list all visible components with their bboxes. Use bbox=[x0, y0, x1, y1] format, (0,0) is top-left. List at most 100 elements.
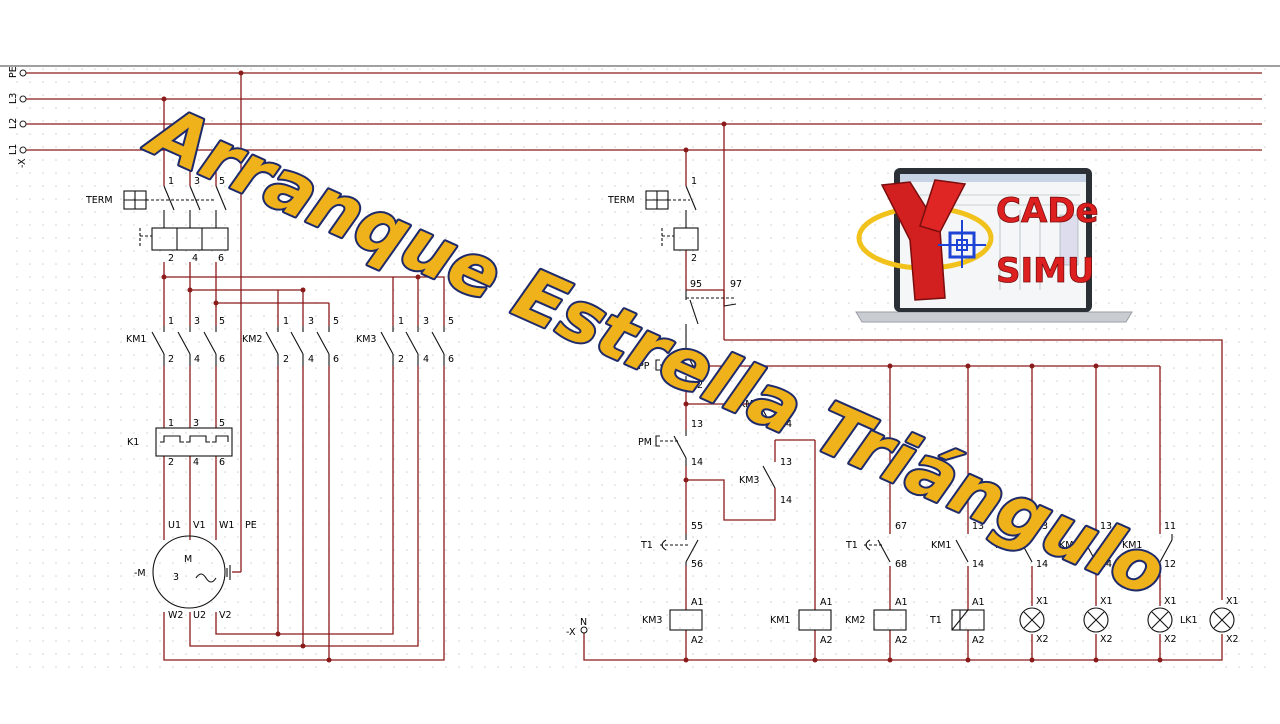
coils bbox=[669, 609, 985, 631]
timer-contact-1 bbox=[660, 534, 699, 566]
svg-text:97: 97 bbox=[730, 279, 742, 290]
power-wires bbox=[163, 73, 445, 661]
contactor-km3-label: KM3 bbox=[356, 334, 376, 345]
aux-km1-contact bbox=[762, 409, 776, 433]
logo-line1: CADe bbox=[996, 191, 1099, 231]
control-term-breaker bbox=[645, 185, 699, 251]
power-term-label: TERM bbox=[85, 195, 113, 206]
svg-text:68: 68 bbox=[895, 559, 907, 570]
bus-label-pe: PE bbox=[8, 66, 19, 78]
svg-text:KM1: KM1 bbox=[739, 399, 759, 410]
svg-text:13: 13 bbox=[1100, 521, 1112, 532]
control-wires bbox=[583, 124, 1223, 661]
svg-text:2: 2 bbox=[691, 253, 697, 264]
svg-text:KM3: KM3 bbox=[995, 540, 1015, 551]
contactor-km2-label: KM2 bbox=[242, 334, 262, 345]
start-button-pm bbox=[655, 430, 687, 466]
svg-text:W2: W2 bbox=[168, 610, 183, 621]
svg-text:3: 3 bbox=[308, 316, 314, 327]
svg-text:KM2: KM2 bbox=[1059, 540, 1079, 551]
timer-contact-2 bbox=[864, 539, 891, 563]
svg-text:V1: V1 bbox=[193, 520, 206, 531]
svg-text:14: 14 bbox=[780, 495, 792, 506]
svg-text:T1: T1 bbox=[929, 615, 942, 626]
svg-text:W1: W1 bbox=[219, 520, 234, 531]
svg-text:13: 13 bbox=[691, 419, 703, 430]
svg-text:X1: X1 bbox=[1164, 596, 1177, 607]
svg-text:13: 13 bbox=[972, 521, 984, 532]
power-term-b2: 2 bbox=[168, 253, 174, 264]
svg-text:X2: X2 bbox=[1226, 634, 1239, 645]
power-term-b6: 6 bbox=[218, 253, 224, 264]
svg-text:3: 3 bbox=[193, 418, 199, 429]
svg-text:5: 5 bbox=[219, 316, 225, 327]
bus-terminals bbox=[19, 69, 27, 154]
svg-text:A1: A1 bbox=[972, 597, 985, 608]
bus-label-l1: L1 bbox=[8, 144, 19, 155]
svg-text:11: 11 bbox=[1164, 521, 1176, 532]
relay-k1-label: K1 bbox=[127, 437, 139, 448]
power-junctions bbox=[161, 70, 421, 663]
svg-text:14: 14 bbox=[972, 559, 984, 570]
svg-text:2: 2 bbox=[168, 457, 174, 468]
svg-text:4: 4 bbox=[193, 457, 199, 468]
svg-text:PE: PE bbox=[245, 520, 257, 531]
svg-text:14: 14 bbox=[691, 457, 703, 468]
stop-button-pp bbox=[655, 340, 699, 390]
overload-contacts bbox=[685, 290, 737, 340]
motor bbox=[152, 535, 231, 609]
svg-text:14: 14 bbox=[1100, 559, 1112, 570]
contactor-km3 bbox=[380, 326, 445, 366]
svg-text:A2: A2 bbox=[820, 635, 833, 646]
bus-labels: PE L3 L2 L1 -X bbox=[8, 66, 28, 168]
svg-text:67: 67 bbox=[895, 521, 907, 532]
pilot-lamps bbox=[1019, 607, 1235, 633]
svg-text:KM3: KM3 bbox=[739, 475, 759, 486]
svg-text:T1: T1 bbox=[845, 540, 858, 551]
bus-label-l3: L3 bbox=[8, 93, 19, 104]
bus-label-l2: L2 bbox=[8, 118, 19, 129]
power-term-t1: 1 bbox=[168, 176, 174, 187]
svg-text:14: 14 bbox=[1036, 559, 1048, 570]
svg-text:6: 6 bbox=[448, 354, 454, 365]
svg-text:13: 13 bbox=[780, 457, 792, 468]
relay-k1 bbox=[155, 427, 233, 457]
svg-text:KM3: KM3 bbox=[642, 615, 662, 626]
svg-text:1: 1 bbox=[691, 176, 697, 187]
aux-km3-contact bbox=[762, 465, 776, 489]
svg-text:4: 4 bbox=[308, 354, 314, 365]
svg-text:1: 1 bbox=[168, 316, 174, 327]
contactor-km1 bbox=[151, 326, 217, 366]
logo-line2: SIMU bbox=[996, 251, 1095, 291]
svg-text:4: 4 bbox=[423, 354, 429, 365]
neutral-x-tag: -X bbox=[566, 627, 576, 638]
svg-text:56: 56 bbox=[691, 559, 703, 570]
lamp-lk1-label: LK1 bbox=[1180, 615, 1198, 626]
power-term-b4: 4 bbox=[192, 253, 198, 264]
svg-text:PM: PM bbox=[638, 437, 652, 448]
svg-text:A1: A1 bbox=[895, 597, 908, 608]
svg-text:A2: A2 bbox=[895, 635, 908, 646]
svg-text:1: 1 bbox=[168, 418, 174, 429]
contactor-km1-label: KM1 bbox=[126, 334, 146, 345]
svg-text:A1: A1 bbox=[691, 597, 704, 608]
svg-text:2: 2 bbox=[283, 354, 289, 365]
svg-text:13: 13 bbox=[1036, 521, 1048, 532]
svg-text:V2: V2 bbox=[219, 610, 232, 621]
svg-text:A2: A2 bbox=[691, 635, 704, 646]
svg-text:PP: PP bbox=[638, 361, 650, 372]
control-junctions bbox=[683, 121, 1163, 663]
svg-text:X1: X1 bbox=[1226, 596, 1239, 607]
motor-symbol: M bbox=[184, 554, 192, 565]
svg-text:5: 5 bbox=[219, 418, 225, 429]
neutral-label: N bbox=[580, 617, 587, 628]
contactor-km2 bbox=[265, 326, 330, 366]
svg-text:55: 55 bbox=[691, 521, 703, 532]
motor-phases: 3 bbox=[173, 572, 179, 583]
svg-text:95: 95 bbox=[690, 279, 702, 290]
neutral-terminal bbox=[580, 626, 588, 634]
svg-text:2: 2 bbox=[168, 354, 174, 365]
svg-text:A2: A2 bbox=[972, 635, 985, 646]
control-term-label: TERM bbox=[607, 195, 635, 206]
